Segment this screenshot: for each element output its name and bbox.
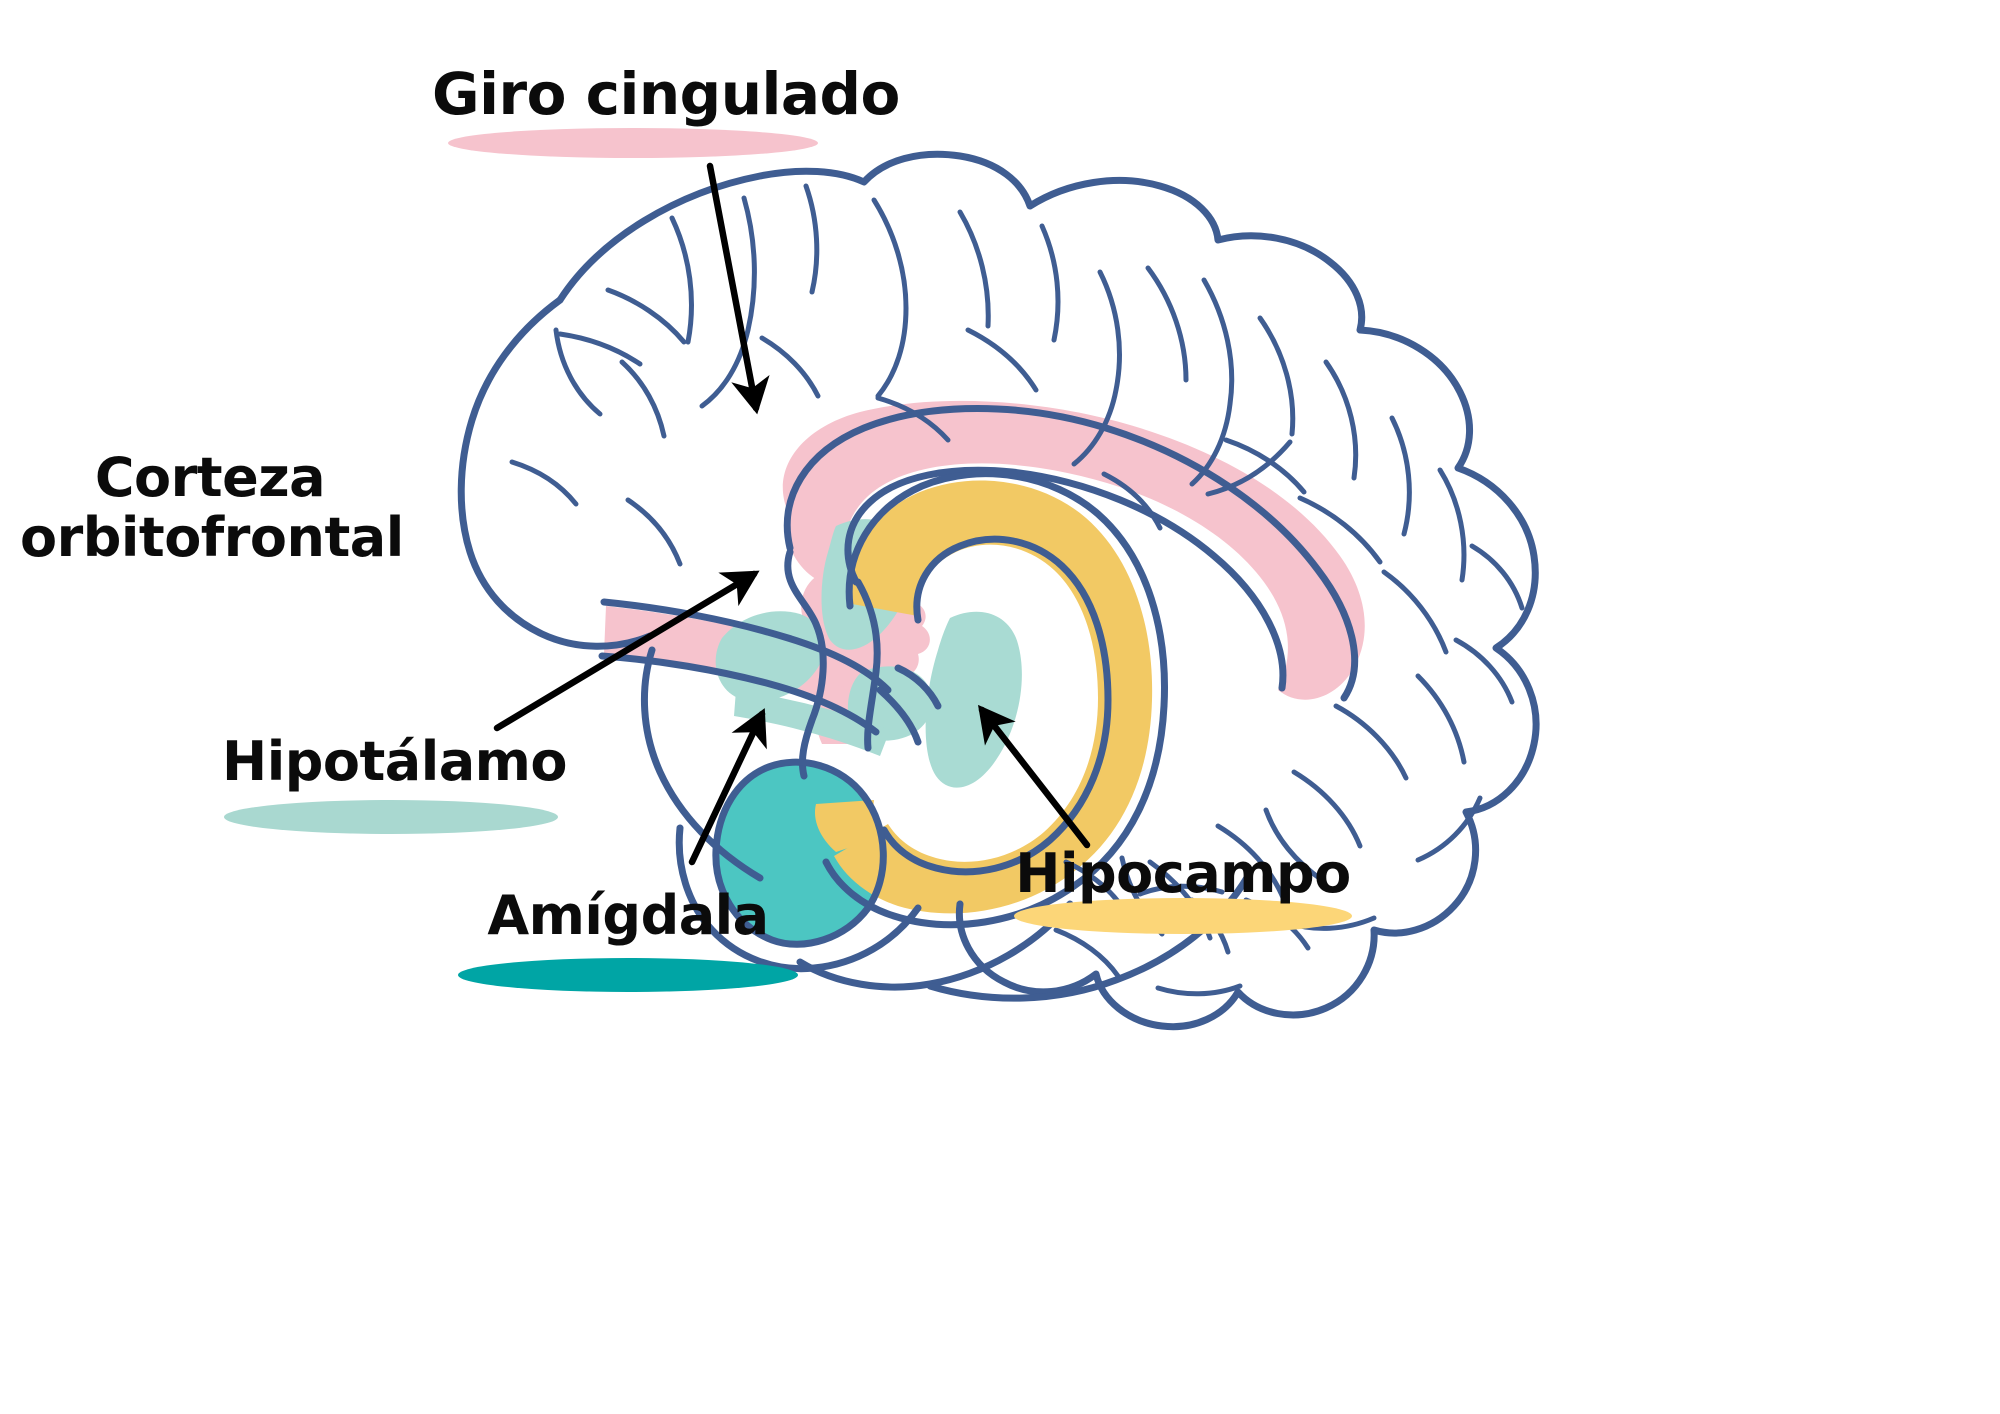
sulcus-41 xyxy=(1053,927,1121,979)
sulcus-15 xyxy=(1389,415,1412,537)
highlight-hipotalamo xyxy=(224,800,558,834)
temporal-pole-contour xyxy=(675,824,922,973)
temporal-lower-contour xyxy=(640,646,764,882)
sulcus-6 xyxy=(803,183,820,295)
sulcus-16 xyxy=(1437,467,1467,583)
sulcus-14 xyxy=(1323,359,1359,481)
sulcus-32 xyxy=(965,327,1039,393)
sulcus-34 xyxy=(759,335,821,399)
sulcus-5 xyxy=(557,331,643,367)
highlight-amigdala xyxy=(458,958,798,992)
sulcus-22 xyxy=(1291,769,1363,849)
arrow-hipocampo xyxy=(978,704,1091,849)
cortex-outer-contour xyxy=(556,150,1540,1031)
hippocampus-fill xyxy=(834,480,1153,914)
label-amigdala: Amígdala xyxy=(487,884,769,947)
frontal-orbital-contour xyxy=(457,296,654,650)
arrow-corteza-orbitofrontal xyxy=(493,570,760,732)
sulcus-13 xyxy=(1257,315,1296,437)
sulcus-23 xyxy=(1215,823,1287,903)
sulcus-35 xyxy=(1263,807,1325,883)
highlight-giro-cingulado xyxy=(448,128,818,158)
sulcus-21 xyxy=(1333,703,1409,781)
annotation-arrows xyxy=(493,162,1091,866)
sulcus-18 xyxy=(1297,495,1383,565)
sulcus-20 xyxy=(1415,673,1467,765)
cingulate-rostrum-left xyxy=(784,548,827,780)
sulcus-26 xyxy=(1453,637,1515,705)
hypothalamus-band-fill xyxy=(925,611,1022,788)
sulcus-7 xyxy=(871,197,909,399)
sulcus-4 xyxy=(553,327,603,417)
corpus-callosum-lower xyxy=(844,466,1287,692)
sulcus-11 xyxy=(1145,265,1189,383)
brain-outline xyxy=(457,150,1540,1031)
cingulate-upper-boundary xyxy=(783,405,1359,702)
label-giro-cingulado: Giro cingulado xyxy=(432,60,900,128)
basal-band-lower-edge xyxy=(598,652,880,736)
sulcus-38 xyxy=(1137,883,1225,897)
hippocampus-inner-boundary xyxy=(880,535,1112,876)
basal-band-upper-edge xyxy=(600,598,892,694)
sulcus-42 xyxy=(625,497,683,567)
label-hipotalamo: Hipotálamo xyxy=(222,730,568,793)
hippocampus-outer-boundary xyxy=(822,470,1168,929)
sulcus-29 xyxy=(1155,983,1243,997)
sulcus-31 xyxy=(1101,471,1163,531)
amygdala-outline xyxy=(712,758,887,948)
sulcus-25 xyxy=(1469,543,1525,611)
sulcus-2 xyxy=(699,195,757,409)
arrow-amigdala xyxy=(688,708,767,866)
sulcus-8 xyxy=(957,209,991,329)
ventricle-detail xyxy=(894,664,942,710)
sulcus-33 xyxy=(875,395,951,443)
sulcus-9 xyxy=(1039,223,1061,343)
label-hipocampo: Hipocampo xyxy=(1015,842,1351,905)
label-corteza-orbitofrontal: Corteza orbitofrontal xyxy=(20,446,404,570)
sulcus-12 xyxy=(1189,277,1235,487)
sulcus-44 xyxy=(619,359,667,439)
sulcus-3 xyxy=(605,287,687,345)
sulcus-43 xyxy=(509,459,579,507)
sulcus-1 xyxy=(669,215,694,345)
fornix-detail xyxy=(876,686,922,746)
sulcus-19 xyxy=(1381,569,1449,655)
sulcus-30 xyxy=(1205,439,1293,497)
sulcus-10 xyxy=(1071,269,1122,467)
highlight-hipocampo xyxy=(1014,898,1352,934)
arrow-giro-cingulado xyxy=(706,162,770,415)
cingulate-gyrus-fill xyxy=(782,400,1365,700)
sulcus-27 xyxy=(1415,795,1483,863)
